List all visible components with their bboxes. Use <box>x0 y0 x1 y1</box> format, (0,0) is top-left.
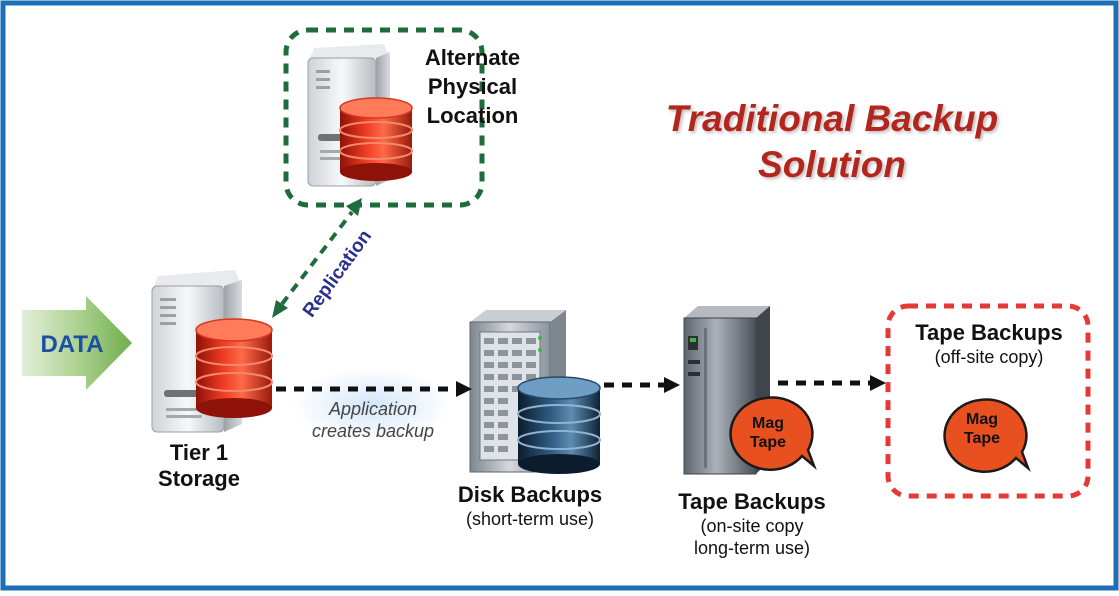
tier1-line-2: Storage <box>158 466 240 491</box>
mag-tape-onsite-line-2: Tape <box>749 434 787 451</box>
mag-tape-offsite-label: Mag Tape <box>950 410 1014 448</box>
disk-backups-title: Disk Backups <box>457 482 603 507</box>
data-arrow <box>22 296 132 390</box>
application-glow <box>292 367 452 443</box>
tape-offsite-label: Tape Backups (off-site copy) <box>894 320 1084 368</box>
flow-arrow-tape-to-offsite <box>778 375 886 391</box>
flow-arrow-disk-to-tape <box>604 377 680 393</box>
tier1-label: Tier 1 Storage <box>136 440 262 492</box>
title-line-2: Solution <box>758 144 906 185</box>
alternate-database-icon <box>339 97 413 181</box>
tape-onsite-label: Tape Backups (on-site copy long-term use… <box>662 489 842 559</box>
offsite-tape-box <box>885 303 1091 499</box>
mag-tape-offsite-icon <box>943 398 1031 474</box>
diagram-title: Traditional Backup Solution <box>612 96 1052 188</box>
tape-offsite-note: (off-site copy) <box>934 347 1044 367</box>
application-line-1: Application <box>328 399 418 419</box>
tape-offsite-title: Tape Backups <box>915 320 1063 345</box>
mag-tape-offsite-line-2: Tape <box>963 430 1001 447</box>
disk-backups-label: Disk Backups (short-term use) <box>440 482 620 530</box>
alternate-location-box <box>283 27 485 208</box>
alternate-location-label: Alternate Physical Location <box>410 43 535 130</box>
flow-arrow-tier1-to-disk <box>276 381 472 397</box>
mag-tape-onsite-label: Mag Tape <box>736 414 800 452</box>
mag-tape-offsite-line-1: Mag <box>966 411 998 428</box>
disk-backups-note: (short-term use) <box>465 509 595 529</box>
replication-arrow <box>272 198 362 318</box>
tape-onsite-note-1: (on-site copy <box>700 516 804 536</box>
alternate-line-1: Alternate <box>424 45 521 70</box>
mag-tape-onsite-line-1: Mag <box>752 415 784 432</box>
data-arrow-label: DATA <box>40 331 103 358</box>
alternate-line-3: Location <box>426 103 519 128</box>
tape-onsite-title: Tape Backups <box>678 489 826 514</box>
mag-tape-onsite-icon <box>729 396 817 472</box>
tape-onsite-note-2: long-term use) <box>693 538 811 558</box>
title-line-1: Traditional Backup <box>665 98 999 139</box>
tier1-line-1: Tier 1 <box>169 440 229 465</box>
alternate-line-2: Physical <box>427 74 518 99</box>
disk-backup-database-icon <box>517 376 601 474</box>
tier1-database-icon <box>195 318 273 418</box>
application-label: Application creates backup <box>288 398 458 442</box>
application-line-2: creates backup <box>311 421 435 441</box>
